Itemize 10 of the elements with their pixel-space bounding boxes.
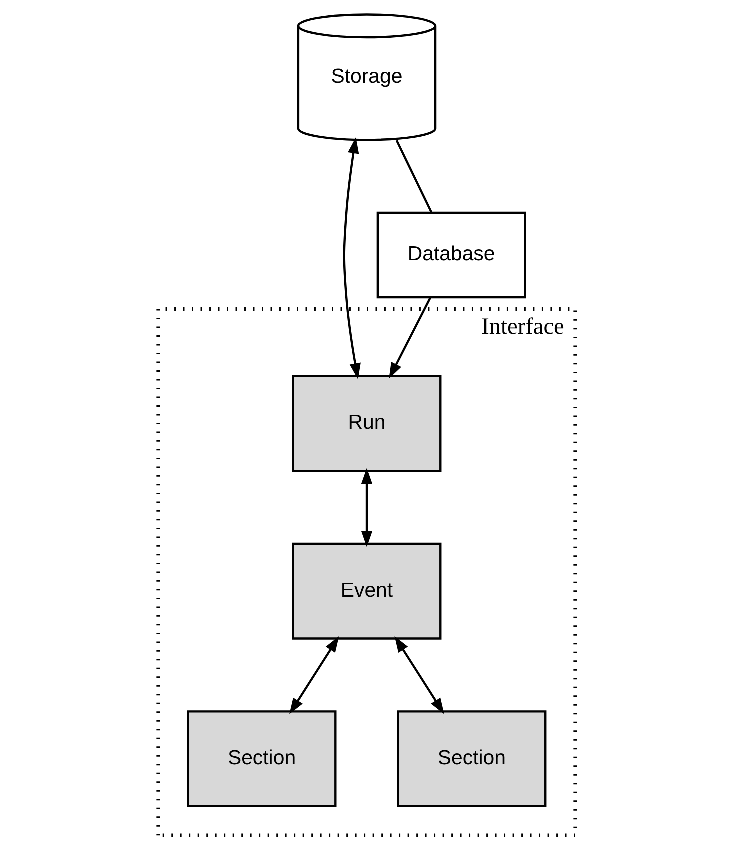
node-box: Section: [187, 710, 337, 808]
connector: [396, 140, 433, 214]
node-box: Database: [376, 212, 526, 299]
arrow: [361, 468, 373, 548]
node-box: Event: [292, 542, 442, 640]
arrow: [343, 137, 361, 380]
arrow: [394, 636, 444, 714]
arrow: [290, 636, 340, 714]
node-box: Run: [292, 375, 442, 472]
node-box: Section: [397, 710, 547, 808]
